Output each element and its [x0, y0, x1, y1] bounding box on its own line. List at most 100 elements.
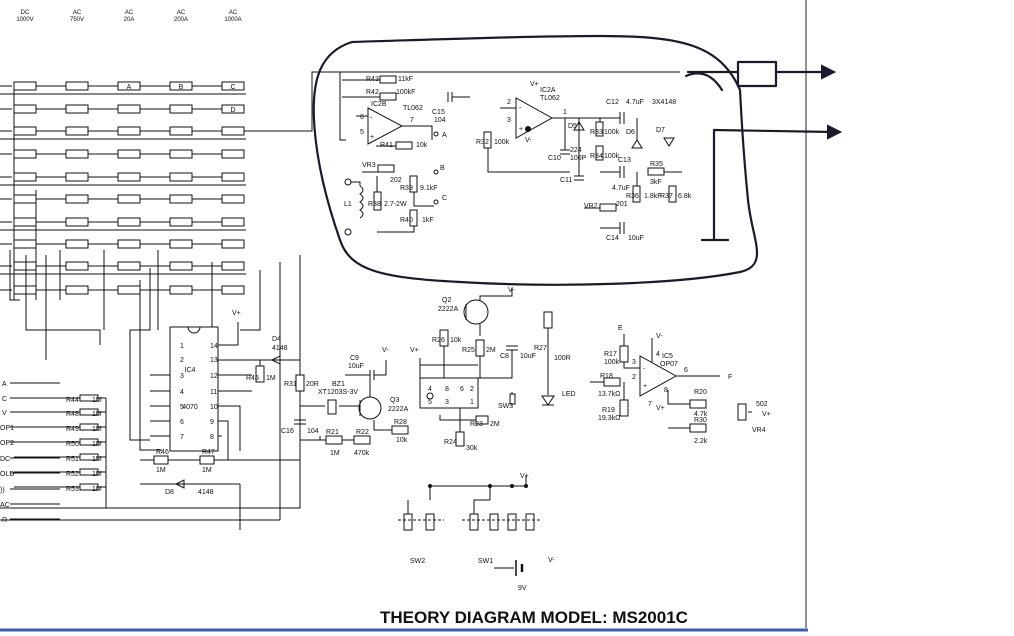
ic4-ref: IC4: [185, 367, 196, 374]
range-contact: [169, 261, 193, 271]
header-value: 1000V: [16, 17, 33, 23]
resistor-ref: R49: [66, 426, 79, 433]
c12-value: 4.7uF: [626, 99, 644, 106]
range-contact: [117, 172, 141, 182]
c13-label: C13: [618, 157, 631, 164]
switch-letter: A: [127, 84, 132, 91]
r31-label: R31: [284, 381, 297, 388]
c16-label: C16: [281, 428, 294, 435]
svg-text:7: 7: [180, 434, 184, 441]
r20-label: R20: [694, 389, 707, 396]
d8-value: 4148: [198, 489, 214, 496]
q3-value: 2222A: [388, 406, 409, 413]
r21-value: 1M: [330, 450, 340, 457]
svg-text:3: 3: [445, 399, 449, 406]
signal-label: R: [2, 517, 7, 524]
signal-label: C: [2, 396, 7, 403]
r32-value: 100k: [494, 139, 510, 146]
node-b: B: [440, 165, 445, 172]
svg-text:3: 3: [507, 117, 511, 124]
r40-label: R40: [400, 217, 413, 224]
vplus-label: V+: [762, 411, 771, 418]
range-contact: [13, 104, 37, 114]
r23-label: R23: [470, 421, 483, 428]
range-contact: [13, 217, 37, 227]
range-contact: [117, 285, 141, 295]
ic5-section: -+ IC5 OP07 E R17 100k 3 R18 13.7kΩ 2 R1…: [590, 325, 771, 445]
r34-value: 100k: [604, 153, 620, 160]
c9-label: C9: [350, 355, 359, 362]
svg-text:8: 8: [445, 386, 449, 393]
vminus-label: V-: [656, 333, 663, 340]
r23-value: 2M: [490, 421, 500, 428]
r26-label: R26: [432, 337, 445, 344]
svg-text:2: 2: [507, 99, 511, 106]
r17-value: 100k: [604, 359, 620, 366]
ic4-body: [169, 326, 219, 452]
range-headers: DC 1000V AC 750V AC 20A AC 200A AC 1000A: [16, 10, 241, 23]
diodes-label: 3X4148: [652, 99, 676, 106]
ink-arrow: [821, 64, 837, 80]
range-contact: [221, 104, 245, 114]
led-label: LED: [562, 391, 576, 398]
svg-text:6: 6: [180, 419, 184, 426]
r45-label: R45: [246, 375, 259, 382]
range-contact: [65, 172, 89, 182]
range-contact: [117, 194, 141, 204]
r21-label: R21: [326, 429, 339, 436]
r32-label: R32: [476, 139, 489, 146]
resistor-value: 1M: [92, 397, 102, 404]
svg-text:2: 2: [632, 374, 636, 381]
left-signal-labels: A C V OP1 OP2 DC OLD )) AC R: [0, 381, 14, 524]
svg-text:8: 8: [664, 387, 668, 394]
ic2a-ref: IC2A: [540, 87, 556, 94]
svg-text:5: 5: [428, 399, 432, 406]
range-contact: [221, 194, 245, 204]
circled-region-outline: [312, 34, 759, 286]
d6-label: D6: [626, 129, 635, 136]
r39-value: 9.1kF: [420, 185, 438, 192]
vminus-label: V-: [508, 287, 515, 294]
r39-label: R39: [400, 185, 413, 192]
svg-text:7: 7: [648, 401, 652, 408]
range-contact: [65, 285, 89, 295]
hand-annotation: [312, 34, 843, 286]
c9-value: 10uF: [348, 363, 364, 370]
range-contact: [169, 149, 193, 159]
range-contact: [117, 104, 141, 114]
range-contact: [13, 81, 37, 91]
ic2b-ref: IC2B: [371, 101, 387, 108]
range-contact: [221, 261, 245, 271]
svg-text:1: 1: [180, 343, 184, 350]
range-contact: [221, 172, 245, 182]
c8-value: 10uF: [520, 353, 536, 360]
range-contact: [221, 126, 245, 136]
header-mode: DC: [21, 10, 30, 16]
svg-text:4: 4: [428, 386, 432, 393]
range-contact: [169, 104, 193, 114]
ink-arrow: [827, 124, 843, 140]
header-value: 200A: [174, 17, 188, 23]
ink-wire-mid: [712, 128, 836, 134]
range-contact: [221, 217, 245, 227]
r37-value: 6.8k: [678, 193, 692, 200]
ink-box: [736, 60, 778, 88]
c12-label: C12: [606, 99, 619, 106]
c15-label: C15: [432, 109, 445, 116]
vr2-label: VR2: [584, 203, 598, 210]
range-switch-matrix: [0, 81, 246, 330]
range-contact: [169, 194, 193, 204]
r30-value: 2.2k: [694, 438, 708, 445]
range-contact: [65, 149, 89, 159]
svg-text:3: 3: [632, 359, 636, 366]
r19-label: R19: [602, 407, 615, 414]
range-contact: [221, 81, 245, 91]
svg-text:5: 5: [180, 404, 184, 411]
ic5-type: OP07: [660, 361, 678, 368]
r18-label: R18: [600, 373, 613, 380]
svg-text:2: 2: [470, 386, 474, 393]
svg-text:+: +: [643, 383, 647, 390]
